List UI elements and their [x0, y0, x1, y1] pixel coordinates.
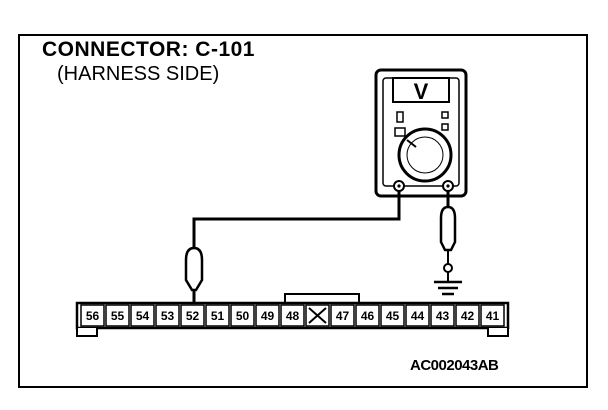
pin-number-42: 42: [461, 309, 475, 323]
connector-pin-cell: [355, 304, 380, 327]
connector-pin-cell: [130, 304, 155, 327]
connector-pin-cell: [105, 304, 130, 327]
connector-pin-cell: [380, 304, 405, 327]
harness-side-label: (HARNESS SIDE): [57, 63, 220, 85]
pin-number-43: 43: [436, 309, 450, 323]
connector-pin-cell: [80, 304, 105, 327]
pin-number-56: 56: [86, 309, 100, 323]
meter-mode-button: [396, 111, 404, 123]
connector-pin-cell: [455, 304, 480, 327]
pin-number-48: 48: [286, 309, 300, 323]
multimeter: V: [374, 68, 468, 198]
ground-symbol: [434, 280, 462, 296]
figure-id: AC002043AB: [410, 357, 499, 374]
pin-number-50: 50: [236, 309, 250, 323]
pin-number-55: 55: [111, 309, 125, 323]
connector-pin-cell: [230, 304, 255, 327]
ground-probe: [439, 205, 457, 282]
pin-number-54: 54: [136, 309, 150, 323]
connector-pin-cell: [430, 304, 455, 327]
connector-pin-cell: [330, 304, 355, 327]
pin-number-49: 49: [261, 309, 275, 323]
connector-title: CONNECTOR: C-101: [42, 38, 255, 61]
connector-pin-cell: [180, 304, 205, 327]
connector-pin-cell: [480, 304, 505, 327]
connector-c101: 56 55 54 53 52 51 50 49 48 47 46 45 44 43 42 41: [75, 293, 510, 337]
pin-number-46: 46: [361, 309, 375, 323]
pin-number-41: 41: [486, 309, 500, 323]
meter-hold-button: [441, 123, 449, 131]
meter-display: [392, 77, 450, 103]
pin-number-53: 53: [161, 309, 175, 323]
test-lead-wire: [192, 191, 401, 248]
pin-number-51: 51: [211, 309, 225, 323]
connector-pin-cell: [255, 304, 280, 327]
back-probe-pin-52: [184, 246, 204, 308]
connector-pin-cell: [205, 304, 230, 327]
connector-pin-cell: [280, 304, 305, 327]
connector-pin-cell: [405, 304, 430, 327]
connector-pin-cell: [155, 304, 180, 327]
unused-pin-mark: [308, 307, 327, 324]
pin-number-47: 47: [336, 309, 350, 323]
voltage-symbol: V: [414, 79, 429, 104]
diagram-frame: [18, 34, 588, 388]
meter-range-button: [441, 111, 449, 119]
pin-number-45: 45: [386, 309, 400, 323]
pin-number-52: 52: [186, 309, 200, 323]
pin-number-44: 44: [411, 309, 425, 323]
